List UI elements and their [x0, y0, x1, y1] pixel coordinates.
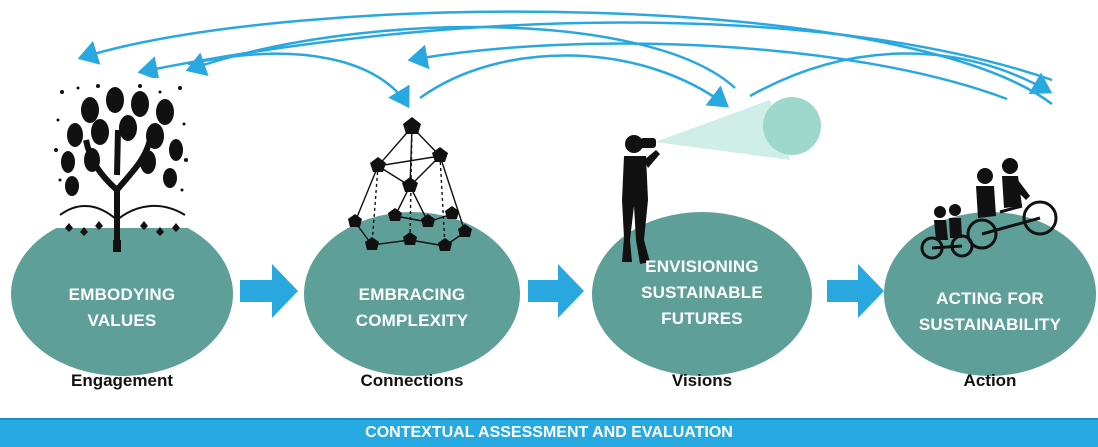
- binoculars-person-icon: [622, 97, 821, 264]
- block-arrow-2: [528, 264, 584, 318]
- stage-title-line: ENVISIONING: [645, 257, 759, 276]
- stage-ellipse-connections: [304, 212, 520, 376]
- caption-visions: Visions: [671, 371, 733, 390]
- stage-title-line: VALUES: [87, 311, 157, 330]
- assessment-bar: [0, 418, 1098, 447]
- caption-action: Action: [963, 371, 1017, 390]
- assessment-bar-label: CONTEXTUAL ASSESSMENT AND EVALUATION: [365, 424, 733, 441]
- stage-ellipse-engagement: [11, 212, 233, 376]
- stage-title-line: COMPLEXITY: [355, 311, 469, 330]
- feedback-arrows: [77, 10, 1053, 109]
- family-bicycle-icon: [920, 158, 1058, 260]
- feedback-arrow-4: [407, 42, 1008, 101]
- stage-title-line: ACTING FOR: [936, 289, 1044, 308]
- feedback-arrow-1: [77, 10, 1053, 106]
- tree-icon: [50, 78, 190, 252]
- block-arrow-1: [240, 264, 298, 318]
- stage-title-line: EMBRACING: [358, 285, 466, 304]
- caption-connections: Connections: [360, 371, 464, 390]
- feedback-arrow-5: [187, 52, 410, 109]
- feedback-arrow-2: [137, 21, 1053, 82]
- stage-title-line: SUSTAINABILITY: [918, 315, 1062, 334]
- feedback-arrow-6: [419, 54, 729, 108]
- network-icon: [348, 117, 472, 251]
- stage-title-line: FUTURES: [661, 309, 743, 328]
- stage-title-engagement: EMBODYING VALUES: [22, 282, 222, 334]
- feedback-arrow-3: [185, 25, 736, 89]
- stage-title-action: ACTING FOR SUSTAINABILITY: [890, 286, 1090, 338]
- stage-title-visions: ENVISIONING SUSTAINABLE FUTURES: [602, 254, 802, 332]
- stage-title-line: SUSTAINABLE: [641, 283, 763, 302]
- block-arrow-3: [827, 264, 884, 318]
- stage-ellipse-action: [884, 212, 1096, 376]
- stage-title-line: EMBODYING: [68, 285, 176, 304]
- block-arrows: [240, 264, 884, 318]
- stage-title-connections: EMBRACING COMPLEXITY: [312, 282, 512, 334]
- caption-engagement: Engagement: [70, 371, 174, 390]
- feedback-arrow-7: [749, 52, 1053, 98]
